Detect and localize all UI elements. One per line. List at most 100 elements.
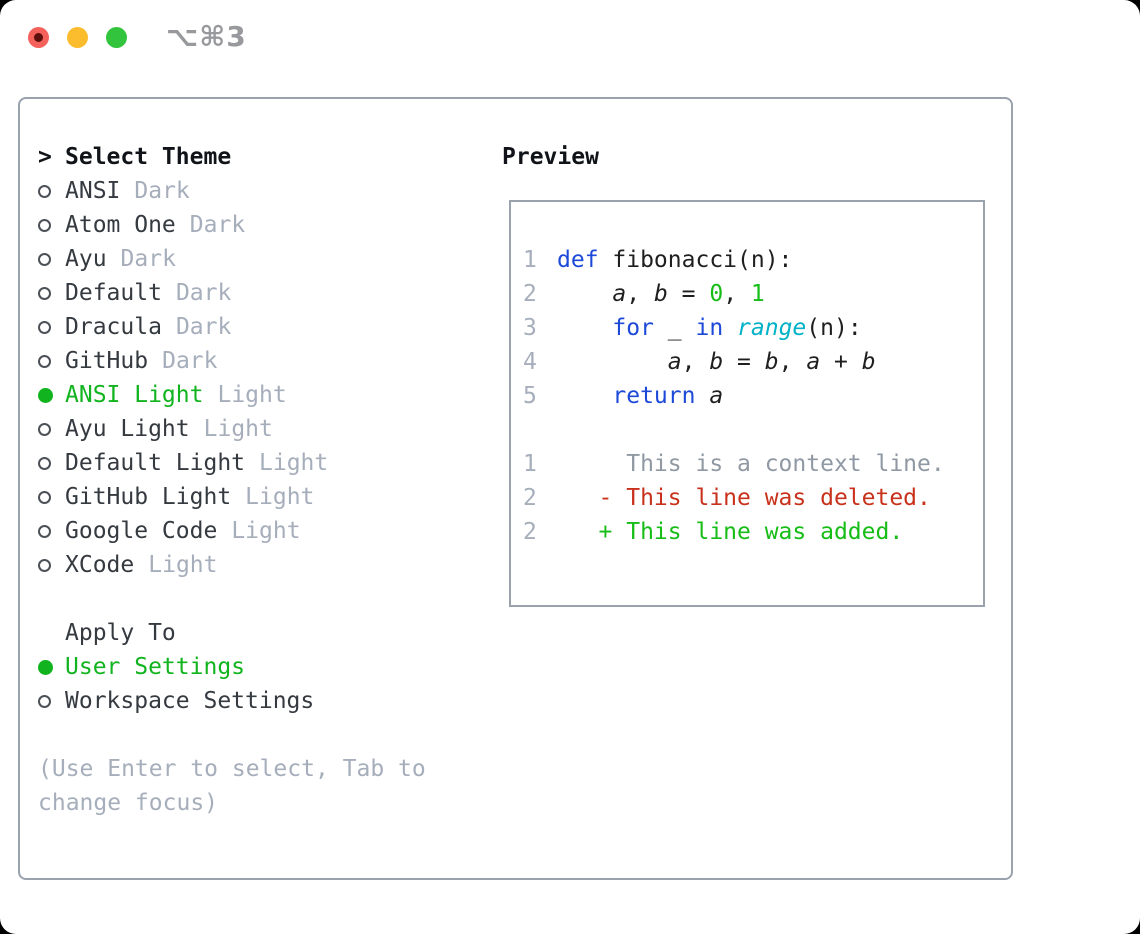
zoom-button-icon[interactable] <box>106 27 127 48</box>
code-line: 4 a, b = b, a + b <box>523 345 945 379</box>
code-line: 3 for _ in range(n): <box>523 311 945 345</box>
theme-picker-panel: > Select Theme ANSI Dark Atom One Dark A… <box>18 97 1013 880</box>
theme-name: Default <box>65 280 162 306</box>
line-number: 2 <box>523 519 537 545</box>
radio-icon[interactable] <box>38 422 51 436</box>
theme-variant: Dark <box>134 178 190 204</box>
theme-option[interactable]: Ayu Light Light <box>38 412 450 446</box>
apply-to-option[interactable]: Workspace Settings <box>38 684 450 718</box>
radio-icon[interactable] <box>38 218 51 232</box>
code-text: This is a context line. <box>557 451 945 477</box>
radio-icon[interactable] <box>38 558 51 572</box>
theme-name: XCode <box>65 552 135 578</box>
code-text: - This line was deleted. <box>557 485 931 511</box>
theme-selector-column: > Select Theme ANSI Dark Atom One Dark A… <box>38 140 450 820</box>
theme-name: Ayu Light <box>65 416 190 442</box>
radio-icon[interactable] <box>38 456 51 470</box>
theme-name: Ayu <box>65 246 107 272</box>
minimize-button-icon[interactable] <box>67 27 88 48</box>
theme-name: ANSI Light <box>65 382 204 408</box>
close-button-icon[interactable] <box>28 27 49 48</box>
line-number: 3 <box>523 315 537 341</box>
theme-option[interactable]: GitHub Dark <box>38 344 450 378</box>
preview-title: Preview <box>502 144 599 170</box>
radio-icon[interactable] <box>38 524 51 538</box>
code-line <box>523 413 945 447</box>
theme-variant: Light <box>203 416 273 442</box>
theme-variant: Light <box>231 518 301 544</box>
theme-list: ANSI Dark Atom One Dark Ayu Dark Default… <box>38 174 450 582</box>
code-line: 2 + This line was added. <box>523 515 945 549</box>
title-bar: ⌥⌘3 <box>0 0 1140 76</box>
theme-variant: Dark <box>175 314 232 340</box>
select-theme-title: Select Theme <box>65 144 232 170</box>
theme-variant: Light <box>259 450 329 476</box>
code-line: 5 return a <box>523 379 945 413</box>
theme-option[interactable]: ANSI Light Light <box>38 378 450 412</box>
line-number: 1 <box>523 451 537 477</box>
code-text: a, b = 0, 1 <box>612 281 765 307</box>
theme-name: Google Code <box>65 518 218 544</box>
window-title: ⌥⌘3 <box>166 20 247 53</box>
code-line: 2 - This line was deleted. <box>523 481 945 515</box>
radio-icon[interactable] <box>38 286 51 300</box>
code-text: a, b = b, a + b <box>667 349 876 375</box>
theme-option[interactable]: GitHub Light Light <box>38 480 450 514</box>
theme-variant: Light <box>217 382 287 408</box>
theme-variant: Light <box>148 552 218 578</box>
code-text: return a <box>612 383 724 409</box>
theme-option[interactable]: XCode Light <box>38 548 450 582</box>
line-number: 2 <box>523 281 537 307</box>
theme-option[interactable]: Atom One Dark <box>38 208 450 242</box>
radio-icon[interactable] <box>38 490 51 504</box>
code-text: def fibonacci(n): <box>557 247 793 273</box>
theme-name: Default Light <box>65 450 246 476</box>
code-text: + This line was added. <box>557 519 904 545</box>
radio-icon[interactable] <box>38 387 53 403</box>
theme-name: GitHub <box>65 348 149 374</box>
line-number: 4 <box>523 349 537 375</box>
theme-option[interactable]: ANSI Dark <box>38 174 450 208</box>
apply-to-option[interactable]: User Settings <box>38 650 450 684</box>
theme-option[interactable]: Default Dark <box>38 276 450 310</box>
code-text: for _ in range(n): <box>612 315 862 341</box>
theme-variant: Dark <box>175 280 232 306</box>
code-line: 1 This is a context line. <box>523 447 945 481</box>
theme-name: Atom One <box>65 212 176 238</box>
line-number: 2 <box>523 485 537 511</box>
theme-option[interactable]: Ayu Dark <box>38 242 450 276</box>
section-gap <box>38 718 450 752</box>
line-number: 5 <box>523 383 537 409</box>
code-block: 1 def fibonacci(n): 2 a, b = 0, 1 3 for … <box>523 243 945 549</box>
radio-icon[interactable] <box>38 320 51 334</box>
theme-option[interactable]: Default Light Light <box>38 446 450 480</box>
code-preview-box: 1 def fibonacci(n): 2 a, b = 0, 1 3 for … <box>509 200 985 607</box>
apply-to-title: Apply To <box>65 620 176 646</box>
code-line: 2 a, b = 0, 1 <box>523 277 945 311</box>
theme-option[interactable]: Google Code Light <box>38 514 450 548</box>
radio-icon[interactable] <box>38 252 51 266</box>
theme-variant: Light <box>245 484 315 510</box>
section-gap <box>38 582 450 616</box>
radio-icon[interactable] <box>38 184 51 198</box>
radio-icon[interactable] <box>38 354 51 368</box>
code-line: 1 def fibonacci(n): <box>523 243 945 277</box>
apply-to-list: User Settings Workspace Settings <box>38 650 450 718</box>
theme-variant: Dark <box>120 246 176 272</box>
theme-name: ANSI <box>65 178 121 204</box>
cursor-chevron-icon: > <box>38 144 52 170</box>
radio-icon[interactable] <box>38 659 53 675</box>
apply-option-label: Workspace Settings <box>65 688 315 714</box>
theme-variant: Dark <box>162 348 218 374</box>
apply-option-label: User Settings <box>65 654 246 680</box>
line-number: 1 <box>523 247 537 273</box>
keyboard-hint: (Use Enter to select, Tab to change focu… <box>38 756 426 816</box>
theme-name: Dracula <box>65 314 162 340</box>
radio-icon[interactable] <box>38 694 51 708</box>
theme-option[interactable]: Dracula Dark <box>38 310 450 344</box>
theme-name: GitHub Light <box>65 484 232 510</box>
select-theme-header: > Select Theme <box>38 140 450 174</box>
theme-variant: Dark <box>189 212 246 238</box>
apply-to-header: Apply To <box>38 616 450 650</box>
